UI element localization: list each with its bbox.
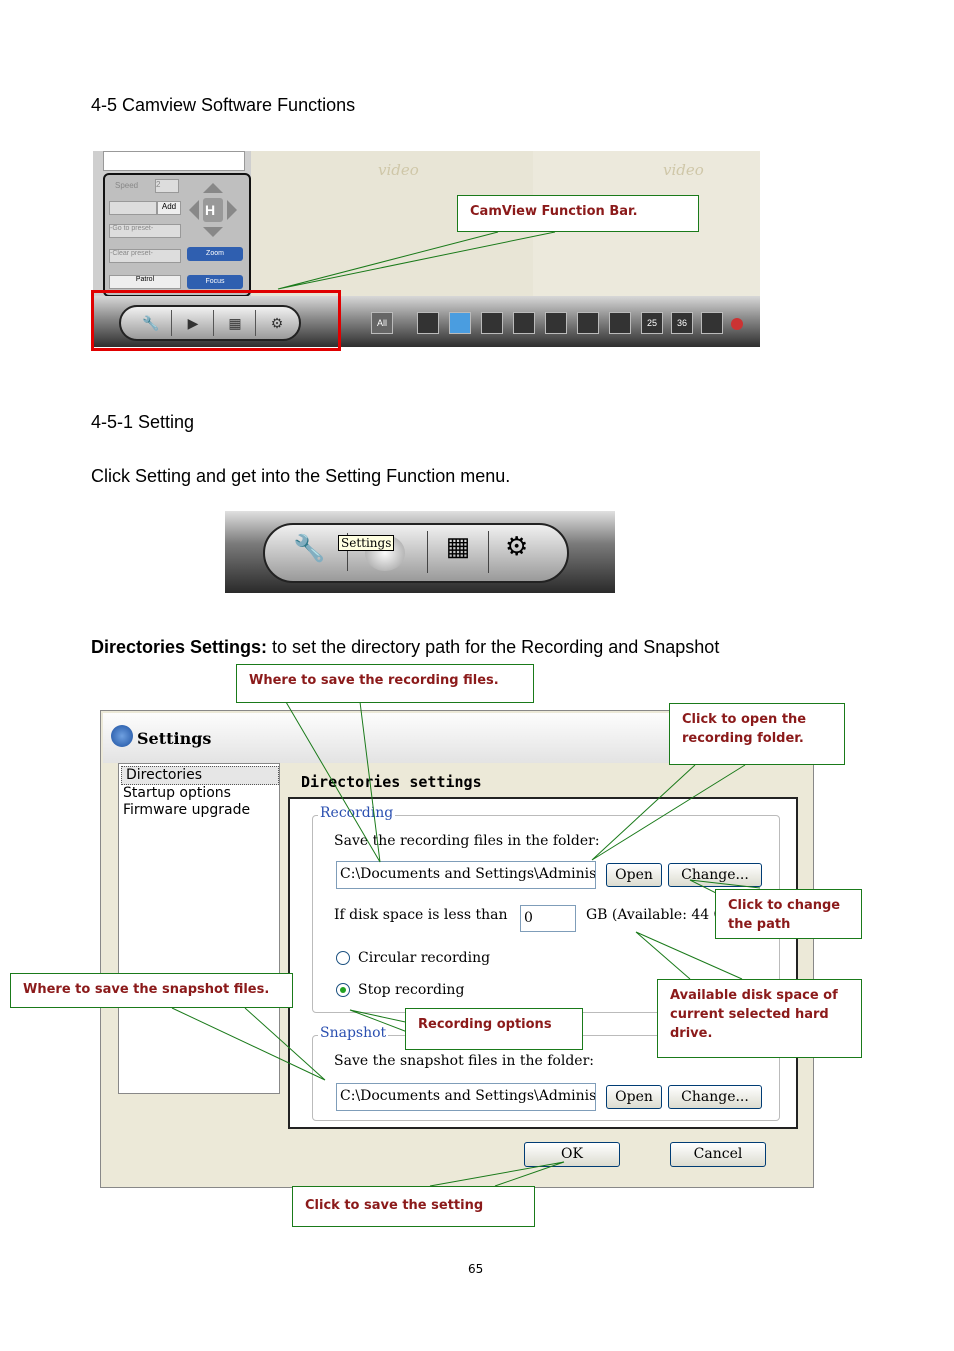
directories-heading-bold: Directories Settings: [91,637,268,657]
ptz-speed-select[interactable]: 2 [155,179,179,193]
directories-heading-rest: to set the directory path for the Record… [267,637,720,657]
disk-space-label: If disk space is less than [334,907,508,923]
layout-25-button[interactable]: 25 [641,312,663,334]
ptz-speed-label: Speed [115,181,139,190]
section-heading: 4-5 Camview Software Functions [91,95,356,115]
video-watermark-right: video [663,161,704,179]
ptz-clear-preset-select[interactable]: -Clear preset- [109,249,181,263]
layout-9-icon[interactable] [545,312,567,334]
layout-13-icon[interactable] [609,312,631,334]
panel-title: Directories settings [301,773,482,791]
layout-6-icon[interactable] [481,312,503,334]
setting-wrench-icon[interactable]: 🔧 [131,310,172,336]
schedule-icon[interactable]: ▦ [215,310,256,336]
ptz-add-button[interactable]: Add [157,201,181,215]
app-icon [111,725,133,747]
circular-recording-label: Circular recording [358,950,491,966]
callout-disk-space: Available disk space of current selected… [657,979,862,1058]
snapshot-open-button[interactable]: Open [606,1085,662,1109]
fullscreen-icon[interactable] [701,312,723,334]
recording-open-button[interactable]: Open [606,863,662,887]
recording-change-button[interactable]: Change... [668,863,762,887]
nav-item-directories[interactable]: Directories [121,766,279,785]
settings-wrench-icon[interactable]: 🔧 [293,533,348,571]
callout-function-bar: CamView Function Bar. [457,195,699,232]
layout-8-icon[interactable] [513,312,535,334]
status-alert-icon [731,318,743,330]
layout-1-icon[interactable] [417,312,439,334]
recording-group-label: Recording [318,805,396,821]
directories-panel: Recording Save the recording files in th… [288,797,798,1129]
ptz-goto-preset-select[interactable]: -Go to preset- [109,224,181,238]
camera-config-icon[interactable]: ⚙ [505,531,529,561]
snapshot-change-button[interactable]: Change... [668,1085,762,1109]
snapshot-group-label: Snapshot [318,1025,389,1041]
callout-recording-options: Recording options [405,1008,583,1050]
snapshot-path-field[interactable]: C:\Documents and Settings\Administrator [336,1083,596,1111]
setting-intro-text: Click Setting and get into the Setting F… [91,466,511,486]
cancel-button[interactable]: Cancel [670,1142,766,1167]
snapshot-save-label: Save the snapshot files in the folder: [334,1053,594,1069]
settings-bar-closeup: 🔧 ▦ ⚙ Settings [225,511,615,593]
callout-snapshot-files: Where to save the snapshot files. [10,973,293,1008]
circular-recording-radio[interactable] [336,951,350,965]
settings-nav-list: Directories Startup options Firmware upg… [118,763,280,1094]
callout-change-path: Click to change the path [715,889,862,939]
layout-4-icon[interactable] [449,312,471,334]
directories-heading: Directories Settings: to set the directo… [91,637,719,658]
ptz-focus-control[interactable]: Focus [187,275,243,289]
stop-recording-radio[interactable] [336,983,350,997]
settings-dialog: Settings Directories Startup options Fir… [100,710,814,1188]
video-watermark-left: video [378,161,419,179]
disk-space-input[interactable]: 0 [520,905,576,932]
recording-save-label: Save the recording files in the folder: [334,833,600,849]
available-space-label: GB (Available: 44 GB) [586,907,741,923]
camview-function-bar: 🔧 ▶ ▦ ⚙ All 25 36 [93,296,760,347]
layout-all-button[interactable]: All [371,312,393,334]
function-bar-highlight-box [91,290,341,351]
settings-tooltip: Settings [338,535,395,551]
callout-open-folder: Click to open the recording folder. [669,703,845,765]
nav-item-firmware-upgrade[interactable]: Firmware upgrade [123,802,251,818]
dialog-title: Settings [137,729,212,748]
ok-button[interactable]: OK [524,1142,620,1167]
layout-16-icon[interactable] [577,312,599,334]
ptz-home-label: H [205,202,216,218]
subsection-heading: 4-5-1 Setting [91,412,195,432]
ptz-preset-name-input[interactable] [109,201,157,215]
callout-recording-files: Where to save the recording files. [236,664,534,703]
nav-item-startup-options[interactable]: Startup options [123,785,231,801]
stop-recording-label: Stop recording [358,982,465,998]
page-number: 65 [468,1262,484,1276]
recording-path-field[interactable]: C:\Documents and Settings\Administrator [336,861,596,889]
camera-tools-icon[interactable]: ⚙ [270,314,284,331]
callout-save-setting: Click to save the setting [292,1186,535,1227]
ptz-zoom-control[interactable]: Zoom [187,247,243,261]
schedule-calendar-icon[interactable]: ▦ [427,531,489,573]
playback-icon[interactable]: ▶ [173,310,214,336]
layout-36-button[interactable]: 36 [671,312,693,334]
ptz-control-panel: Speed 2 Add -Go to preset- -Clear preset… [103,173,251,297]
function-button-group: 🔧 ▶ ▦ ⚙ [119,305,301,341]
ptz-direction-pad-icon[interactable] [189,183,237,237]
ptz-patrol-button[interactable]: Patrol [109,275,181,289]
